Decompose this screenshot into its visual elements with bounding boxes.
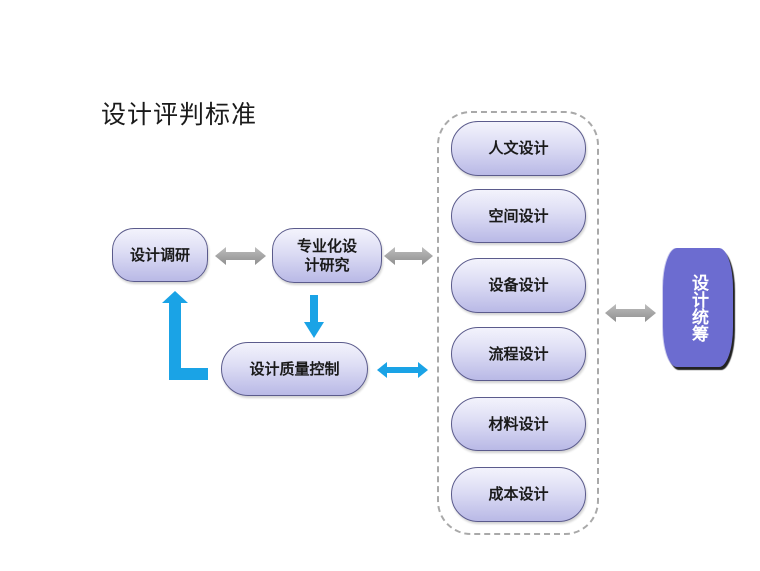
design-item-cost[interactable]: 成本设计 xyxy=(451,467,586,522)
design-item-label: 人文设计 xyxy=(488,139,549,157)
page-title: 设计评判标准 xyxy=(101,100,258,129)
node-quality-control[interactable]: 设计质量控制 xyxy=(221,342,368,396)
node-design-research[interactable]: 设计调研 xyxy=(112,228,208,282)
double-arrow-quality-group xyxy=(377,362,428,378)
summary-label: 设计统筹 xyxy=(688,273,708,342)
design-item-humanistic[interactable]: 人文设计 xyxy=(451,121,586,176)
node-label-line2: 计研究 xyxy=(304,255,350,274)
design-item-space[interactable]: 空间设计 xyxy=(451,189,586,243)
node-specialized-research[interactable]: 专业化设 计研究 xyxy=(272,228,382,283)
double-arrow-specialized-group xyxy=(384,247,433,265)
node-label: 设计调研 xyxy=(129,245,190,264)
double-arrow-research-specialized xyxy=(215,247,266,265)
design-items-group xyxy=(437,111,599,535)
double-arrow-group-summary xyxy=(605,304,656,322)
design-item-label: 设备设计 xyxy=(488,276,549,294)
design-item-label: 成本设计 xyxy=(488,485,549,503)
design-item-material[interactable]: 材料设计 xyxy=(451,397,586,451)
design-item-label: 材料设计 xyxy=(488,414,549,433)
node-design-coordination[interactable]: 设计统筹 xyxy=(663,248,733,367)
design-item-label: 空间设计 xyxy=(488,206,549,225)
down-arrow-specialized-quality xyxy=(304,295,324,338)
l-arrow-quality-research xyxy=(162,291,208,380)
node-label: 设计质量控制 xyxy=(249,359,340,378)
design-item-process[interactable]: 流程设计 xyxy=(451,327,586,381)
design-item-label: 流程设计 xyxy=(488,344,549,363)
node-label-line1: 专业化设 xyxy=(296,236,357,255)
design-item-equipment[interactable]: 设备设计 xyxy=(451,258,586,313)
